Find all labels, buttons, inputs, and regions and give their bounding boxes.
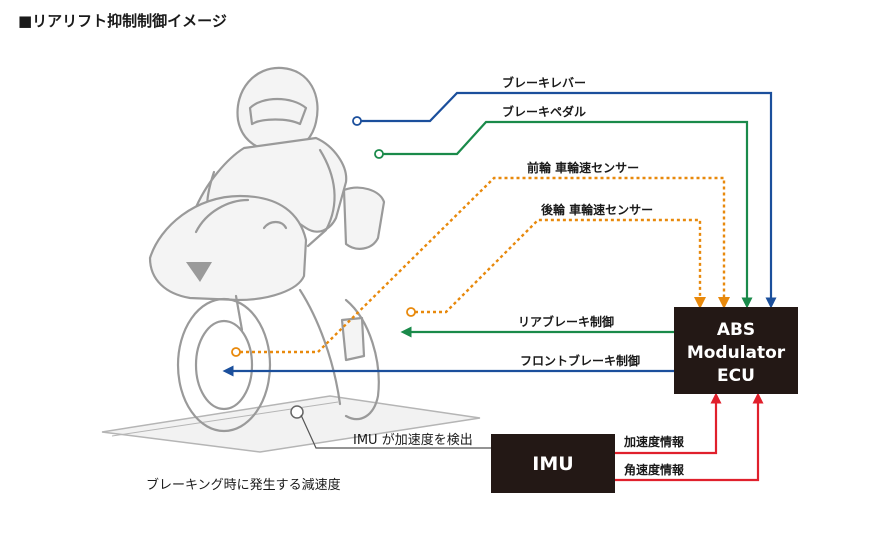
mirror-icon [262, 220, 288, 230]
front-wheel [176, 297, 272, 433]
accel-info-label: 加速度情報 [623, 434, 685, 449]
helmet-visor [248, 98, 308, 126]
swing-arm [298, 288, 342, 406]
front-fork [234, 294, 244, 332]
imu-location-marker [290, 405, 304, 419]
accel-info-wire [614, 392, 722, 455]
angular-info-label: 角速度情報 [624, 462, 685, 477]
deceleration-note: ブレーキング時に発生する減速度 [146, 477, 341, 493]
brake-lever-label: ブレーキレバー [502, 75, 586, 90]
brake-pedal-wire [383, 120, 753, 309]
rear-sensor-node [406, 307, 416, 317]
imu-box [491, 434, 615, 493]
abs-line2: Modulator [687, 343, 786, 363]
page-title: ■リアリフト抑制制御イメージ [18, 12, 227, 30]
brake-pedal-label: ブレーキペダル [502, 104, 586, 119]
angular-info-wire [614, 392, 764, 482]
abs-modulator-ecu-box [674, 307, 798, 394]
headlight-icon [186, 262, 212, 282]
rear-sensor-wire [415, 218, 706, 314]
imu-label: IMU [532, 453, 573, 475]
rear-cowl [342, 186, 386, 250]
abs-line3: ECU [717, 366, 755, 386]
front-sensor-wire [240, 176, 730, 354]
motorcycle-rider-illustration [148, 66, 386, 433]
brake-pedal-node [374, 149, 384, 159]
front-wheel-rim [194, 319, 254, 411]
rear-brake-control-label: リアブレーキ制御 [518, 314, 614, 329]
ground-plate [101, 395, 481, 453]
front-sensor-node [231, 347, 241, 357]
motorcycle-fairing [148, 194, 308, 302]
rear-sensor-label: 後輪 車輪速センサー [541, 202, 653, 217]
windscreen [194, 198, 250, 234]
brake-lever-node [352, 116, 362, 126]
imu-leader-line [300, 414, 491, 449]
front-sensor-label: 前輪 車輪速センサー [527, 160, 639, 175]
rider-arm-right [306, 148, 336, 248]
imu-detect-note: IMU が加速度を検出 [353, 432, 473, 448]
front-brake-control-label: フロントブレーキ制御 [520, 353, 640, 368]
rider-boot [340, 316, 366, 362]
abs-line1: ABS [717, 320, 755, 340]
brake-lever-wire [361, 91, 777, 309]
